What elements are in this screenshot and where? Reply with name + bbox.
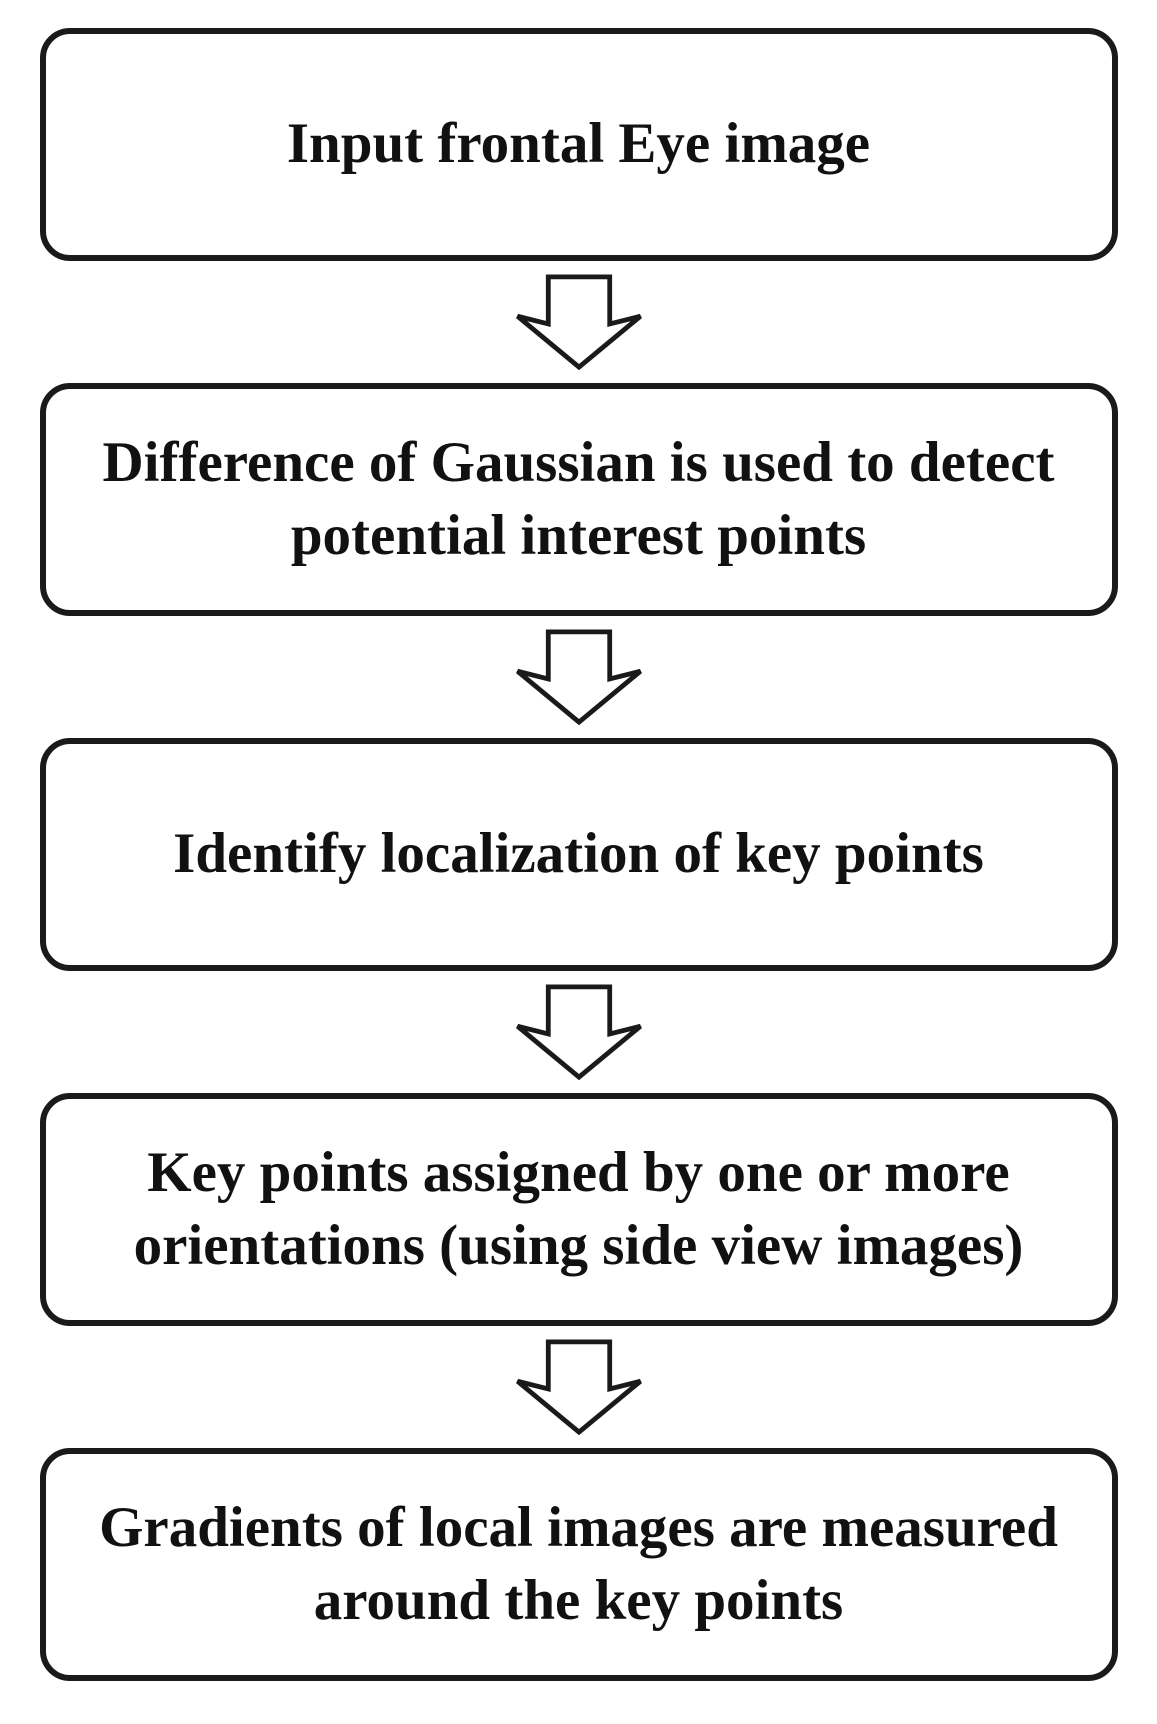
flow-step-label: Difference of Gaussian is used to detect… [102,430,1055,567]
flow-step-label: Identify localization of key points [173,822,984,886]
down-arrow-icon [515,274,642,370]
down-arrow-icon [515,984,642,1080]
flow-step-dog-detection: Difference of Gaussian is used to detect… [39,383,1118,616]
flow-step-orientation-assignment: Key points assigned by one or more orien… [39,1093,1118,1326]
flow-step-label: Input frontal Eye image [286,112,871,176]
flow-step-input-image: Input frontal Eye image [39,28,1118,261]
down-arrow-icon [515,629,642,725]
flow-step-gradient-measurement: Gradients of local images are measured a… [39,1448,1118,1681]
flow-step-keypoint-localization: Identify localization of key points [39,738,1118,971]
flow-step-label: Gradients of local images are measured a… [99,1495,1058,1632]
down-arrow-icon [515,1339,642,1435]
flow-step-label: Key points assigned by one or more orien… [133,1140,1024,1277]
